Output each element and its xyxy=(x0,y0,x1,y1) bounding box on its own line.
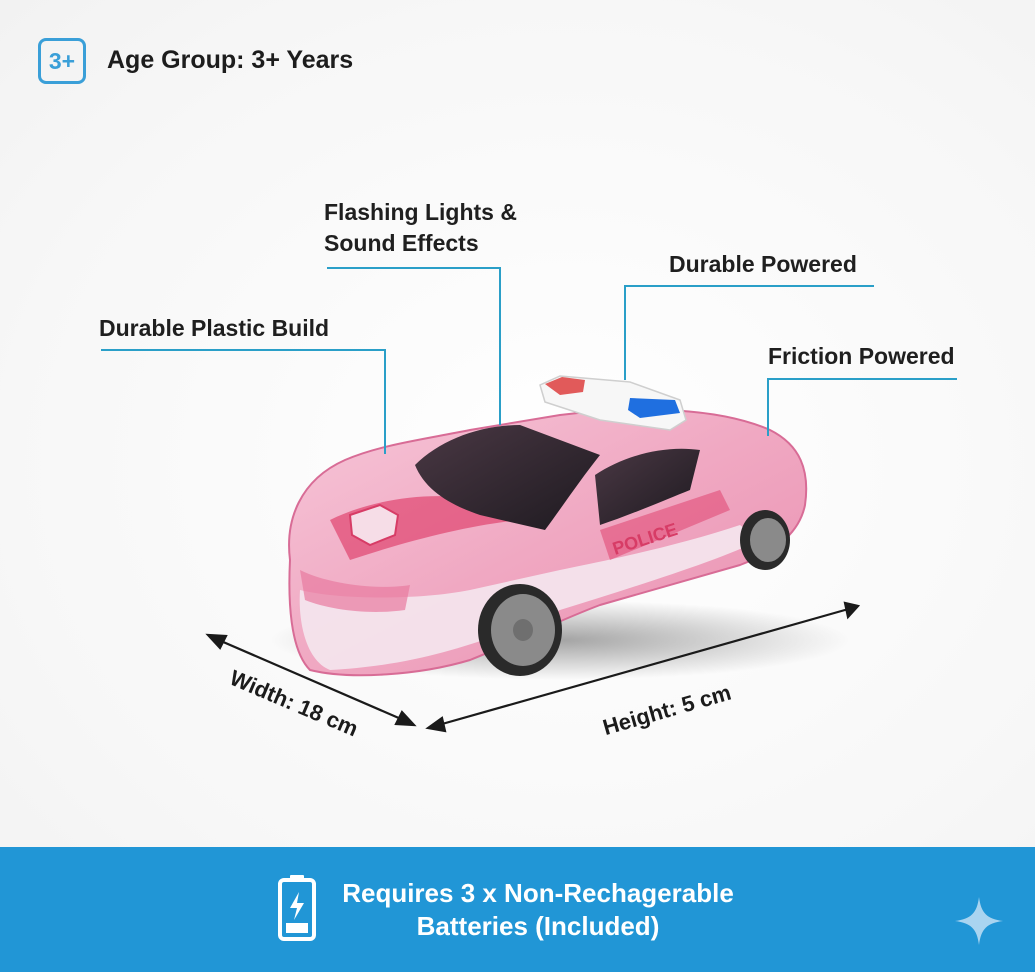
rear-wheel xyxy=(740,510,790,570)
dimension-arrows xyxy=(205,601,861,733)
feature-durable-plastic-build: Durable Plastic Build xyxy=(99,315,330,341)
battery-requirement-text: Requires 3 x Non-Rechagerable Batteries … xyxy=(318,877,758,943)
age-badge-icon: 3+ xyxy=(38,38,86,84)
age-badge-text: 3+ xyxy=(48,47,76,74)
age-group-label: Age Group: 3+ Years xyxy=(107,46,354,74)
leader-line xyxy=(327,267,501,269)
leader-line xyxy=(767,378,769,436)
battery-info-banner: Requires 3 x Non-Rechagerable Batteries … xyxy=(0,847,1035,972)
feature-friction-powered: Friction Powered xyxy=(768,343,955,369)
battery-charging-icon xyxy=(278,875,316,941)
leader-line xyxy=(499,267,501,425)
battery-text-line1: Requires 3 x Non-Rechagerable xyxy=(342,878,734,908)
leader-line xyxy=(384,349,386,454)
feature-durable-powered: Durable Powered xyxy=(669,251,857,277)
leader-line xyxy=(767,378,957,380)
leader-line xyxy=(101,349,386,351)
siren-light xyxy=(539,375,687,431)
feature-flashing-lights-sound: Flashing Lights & Sound Effects xyxy=(324,199,517,256)
battery-text-line2: Batteries (Included) xyxy=(416,911,660,941)
leader-line xyxy=(624,285,874,287)
leader-line xyxy=(624,285,626,380)
product-car-image: POLICE xyxy=(205,375,861,733)
sparkle-icon xyxy=(955,897,1003,945)
front-wheel xyxy=(478,584,562,676)
